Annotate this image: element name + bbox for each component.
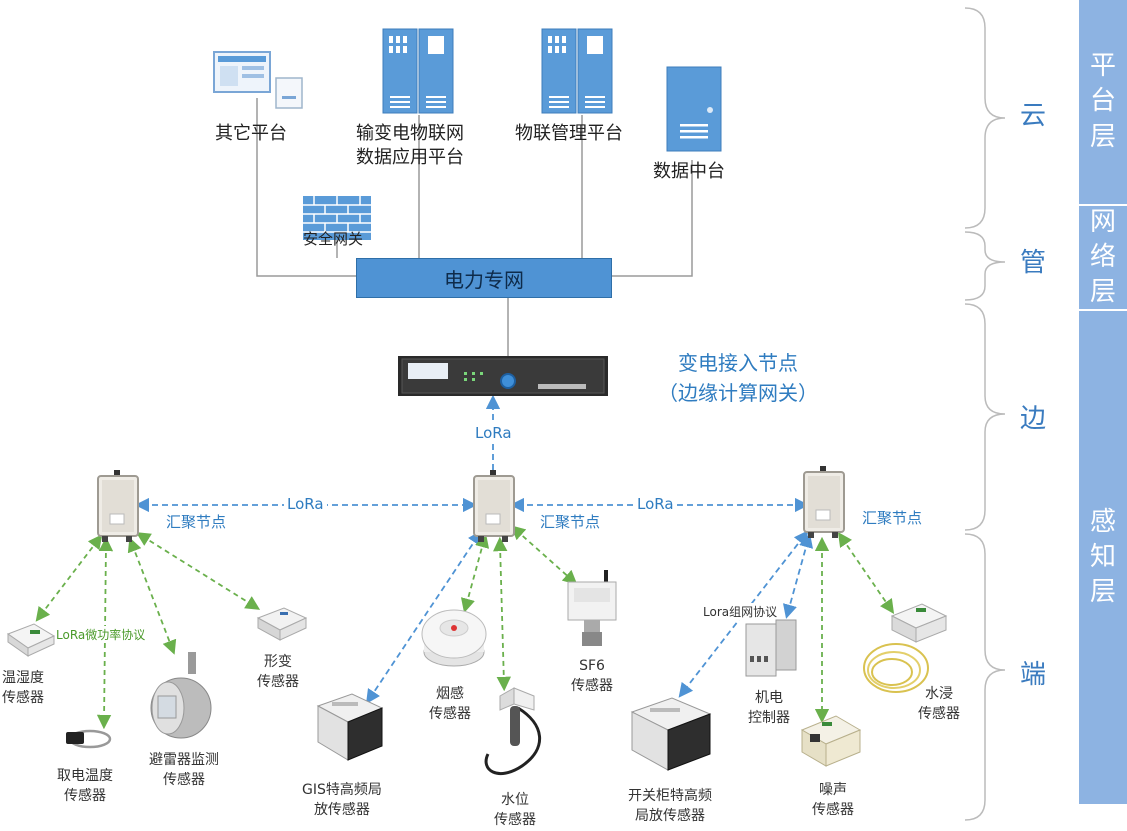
water-level-sensor-icon bbox=[484, 687, 541, 776]
aggregation-node-device-icon bbox=[803, 466, 845, 538]
temp-humidity-sensor-icon bbox=[6, 623, 56, 657]
tier-brackets bbox=[964, 7, 1006, 821]
layer-platform: 平 台 层 bbox=[1079, 0, 1127, 204]
aggregation-node-device-icon bbox=[473, 470, 515, 542]
edge-lora-label: LoRa bbox=[472, 424, 515, 442]
aggregation-node-label: 汇聚节点 bbox=[540, 513, 601, 531]
layer-perception: 感 知 层 bbox=[1079, 311, 1127, 804]
noise-sensor-label: 噪声 传感器 bbox=[812, 782, 854, 819]
data-center-server-icon bbox=[666, 66, 722, 152]
motor-controller-icon bbox=[745, 619, 797, 677]
deformation-sensor-icon bbox=[256, 607, 308, 641]
gis-pd-sensor-label: GIS特高频局 放传感器 bbox=[302, 782, 382, 819]
server-rack-icon bbox=[382, 28, 454, 114]
lora-mesh-protocol-label: Lora组网协议 bbox=[703, 603, 778, 620]
smoke-sensor-label: 烟感 传感器 bbox=[429, 686, 471, 723]
arrester-sensor-icon bbox=[150, 652, 212, 739]
iot-mgmt-label: 物联管理平台 bbox=[515, 123, 623, 144]
tier-pipe: 管 bbox=[1020, 248, 1047, 278]
tier-cloud: 云 bbox=[1020, 101, 1047, 131]
sf6-sensor-icon bbox=[567, 570, 617, 646]
switchgear-pd-sensor-icon bbox=[630, 697, 712, 771]
lora-link-label: LoRa bbox=[284, 495, 327, 513]
water-level-sensor-label: 水位 传感器 bbox=[494, 792, 536, 829]
other-platform-icon bbox=[213, 51, 303, 109]
tier-edge: 边 bbox=[1020, 404, 1047, 434]
aggregation-node-device-icon bbox=[97, 470, 139, 542]
lora-micro-protocol-label: LoRa微功率协议 bbox=[56, 626, 146, 643]
data-center-label: 数据中台 bbox=[653, 161, 725, 182]
arrester-sensor-label: 避雷器监测 传感器 bbox=[149, 752, 219, 789]
power-temp-sensor-icon bbox=[66, 729, 112, 749]
lora-link-label: LoRa bbox=[634, 495, 677, 513]
noise-sensor-icon bbox=[800, 715, 862, 767]
power-network-bar: 电力专网 bbox=[356, 258, 612, 298]
flood-sensor-icon bbox=[863, 603, 948, 693]
firewall-icon bbox=[303, 196, 371, 240]
power-temp-sensor-label: 取电温度 传感器 bbox=[57, 768, 113, 805]
layer-network: 网 络 层 bbox=[1079, 206, 1127, 309]
temp-humidity-sensor-label: 温湿度 传感器 bbox=[2, 670, 44, 707]
gis-pd-sensor-icon bbox=[316, 693, 384, 761]
micro-links bbox=[35, 525, 895, 730]
edge-node-title: 变电接入节点 （边缘计算网关） bbox=[658, 351, 818, 405]
server-rack-icon bbox=[541, 28, 613, 114]
motor-controller-label: 机电 控制器 bbox=[748, 690, 790, 727]
flood-sensor-label: 水浸 传感器 bbox=[918, 686, 960, 723]
edge-gateway-device-icon bbox=[398, 356, 608, 396]
aggregation-node-label: 汇聚节点 bbox=[166, 513, 227, 531]
security-gateway-label: 安全网关 bbox=[303, 230, 364, 248]
sf6-sensor-label: SF6 传感器 bbox=[571, 658, 613, 695]
smoke-sensor-icon bbox=[421, 609, 487, 667]
aggregation-node-label: 汇聚节点 bbox=[862, 509, 923, 527]
switchgear-pd-sensor-label: 开关柜特高频 局放传感器 bbox=[628, 788, 712, 825]
transmission-platform-label: 输变电物联网 数据应用平台 bbox=[356, 123, 464, 169]
deformation-sensor-label: 形变 传感器 bbox=[257, 654, 299, 691]
other-platform-label: 其它平台 bbox=[215, 123, 287, 144]
tier-end: 端 bbox=[1020, 660, 1047, 690]
